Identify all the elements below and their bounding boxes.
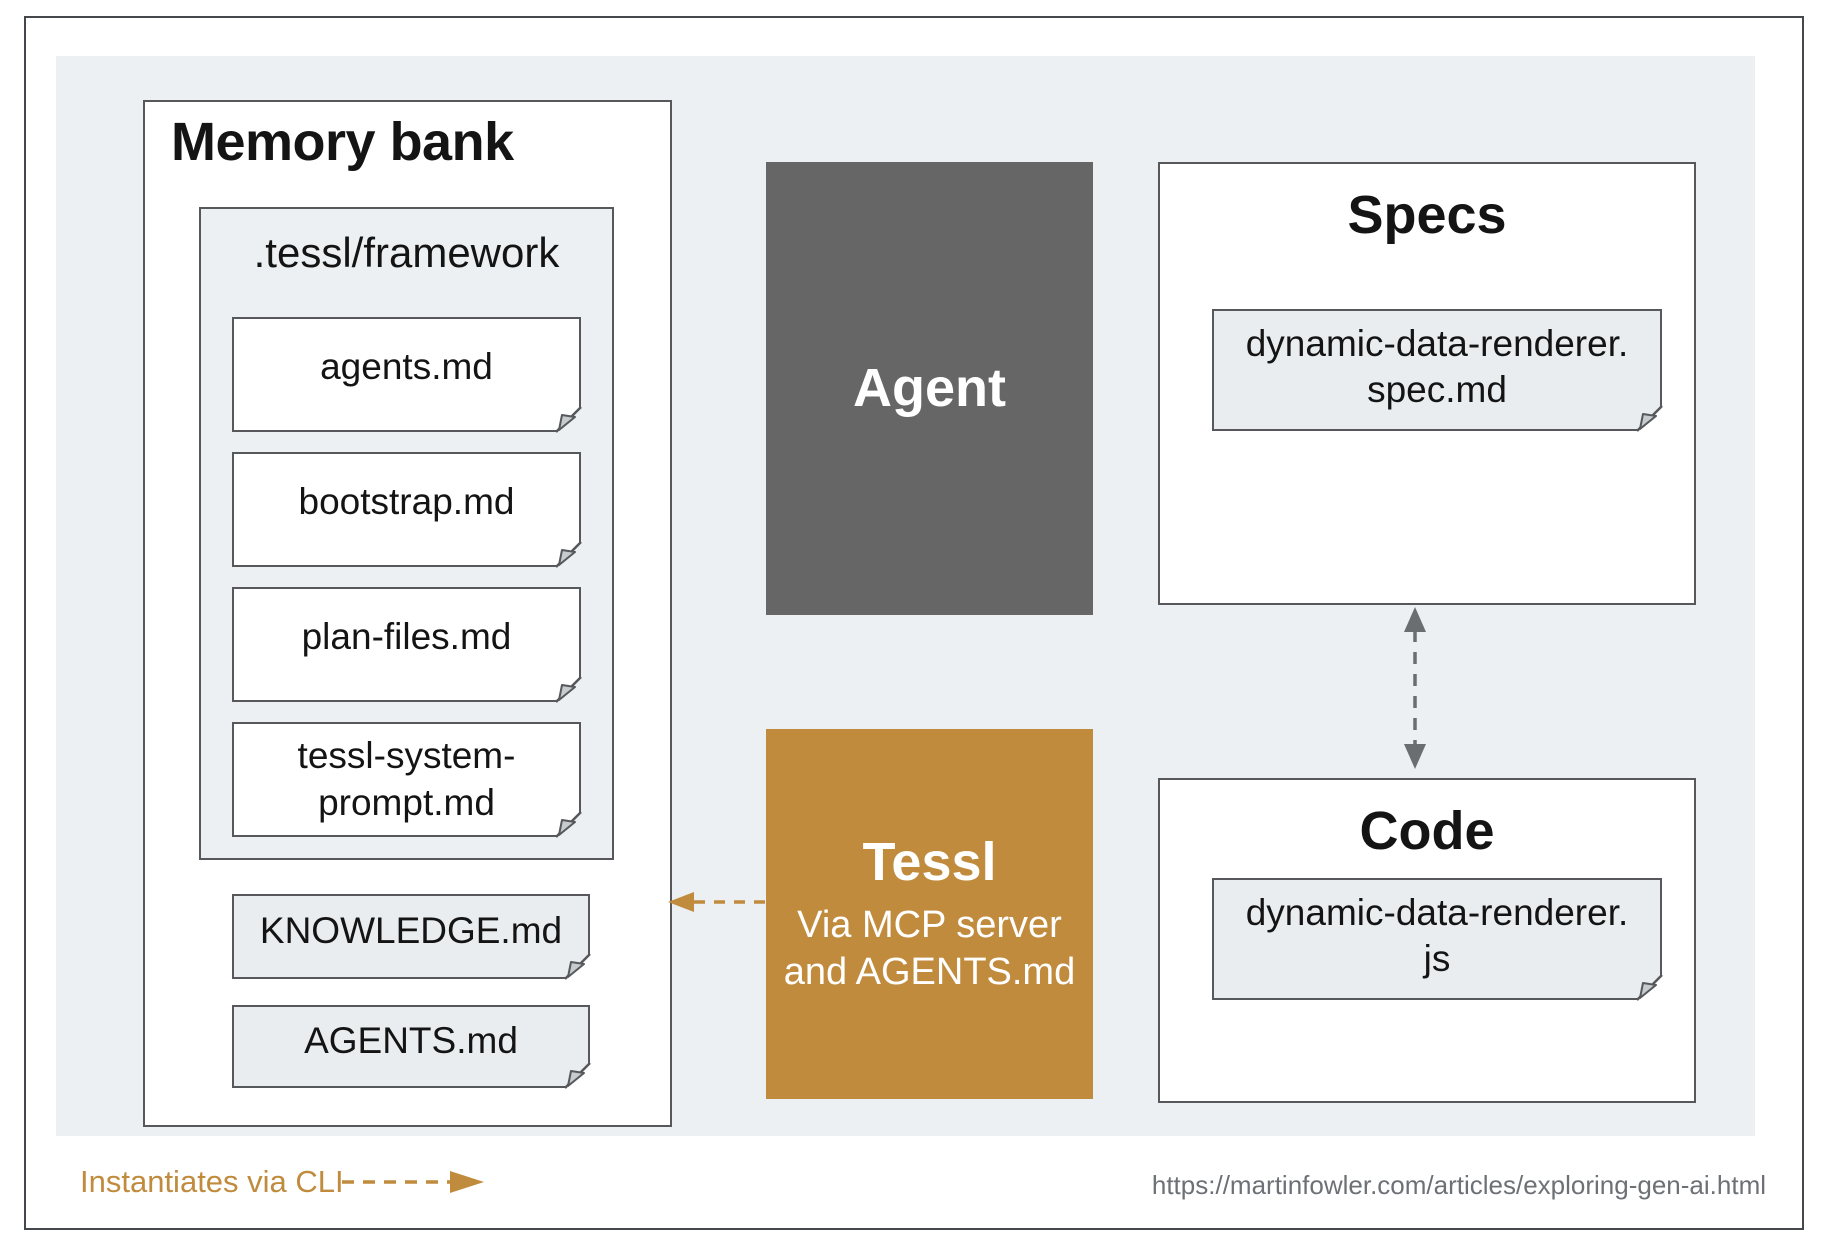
file-card-label: bootstrap.md xyxy=(298,481,515,523)
file-card-label: dynamic-data-renderer. js xyxy=(1246,890,1629,983)
agent-title: Agent xyxy=(853,357,1006,418)
source-url: https://martinfowler.com/articles/explor… xyxy=(1151,1170,1766,1200)
file-card-knowledge-md: KNOWLEDGE.md xyxy=(232,894,591,980)
legend-dashed-arrow xyxy=(342,1171,484,1193)
file-card-spec-md: dynamic-data-renderer. spec.md xyxy=(1212,309,1663,432)
folded-corner-icon xyxy=(1635,404,1663,432)
folded-corner-icon xyxy=(563,952,591,980)
file-card-label: AGENTS.md xyxy=(304,1020,518,1062)
tessl-subtitle-line2: and AGENTS.md xyxy=(783,950,1076,993)
tessl-memory-bank-arrow xyxy=(668,892,766,912)
memory-bank-box: Memory bank .tessl/framework agents.md b… xyxy=(143,100,672,1127)
file-card-tessl-system-prompt-md: tessl-system- prompt.md xyxy=(232,722,582,838)
file-card-label: agents.md xyxy=(320,346,493,388)
tessl-framework-title: .tessl/framework xyxy=(253,229,560,276)
folded-corner-icon xyxy=(554,540,582,568)
file-card-label: plan-files.md xyxy=(301,616,512,658)
folded-corner-icon xyxy=(554,405,582,433)
file-card-label-line2: prompt.md xyxy=(318,781,495,823)
code-box: Code dynamic-data-renderer. js xyxy=(1158,778,1696,1103)
arrowhead-right-icon xyxy=(450,1171,484,1193)
specs-box: Specs dynamic-data-renderer. spec.md xyxy=(1158,162,1696,605)
folded-corner-icon xyxy=(554,810,582,838)
tessl-subtitle: Via MCP server and AGENTS.md xyxy=(766,902,1093,995)
arrowhead-left-icon xyxy=(668,892,694,912)
page-frame xyxy=(24,16,1804,1230)
file-card-js: dynamic-data-renderer. js xyxy=(1212,878,1663,1001)
specs-code-double-arrow xyxy=(1404,607,1426,769)
arrowhead-down-icon xyxy=(1404,744,1426,769)
file-card-label-line2: js xyxy=(1423,938,1451,979)
tessl-subtitle-line1: Via MCP server xyxy=(797,904,1062,947)
file-card-plan-files-md: plan-files.md xyxy=(232,587,582,703)
tessl-title: Tessl xyxy=(862,831,997,892)
file-card-label: tessl-system- prompt.md xyxy=(298,733,516,826)
file-card-label-line1: tessl-system- xyxy=(297,735,516,777)
file-card-label-line1: dynamic-data-renderer. xyxy=(1245,322,1629,364)
file-card-agents-md: agents.md xyxy=(232,317,582,433)
memory-bank-title: Memory bank xyxy=(171,112,514,172)
code-title: Code xyxy=(1359,801,1495,861)
folded-corner-icon xyxy=(1635,973,1663,1001)
file-card-label-line2: spec.md xyxy=(1367,369,1507,410)
arrowhead-up-icon xyxy=(1404,607,1426,632)
specs-title: Specs xyxy=(1347,185,1507,245)
file-card-bootstrap-md: bootstrap.md xyxy=(232,452,582,568)
file-card-label: dynamic-data-renderer. spec.md xyxy=(1246,321,1629,414)
folded-corner-icon xyxy=(563,1061,591,1089)
tessl-framework-box: .tessl/framework agents.md bootstrap.md xyxy=(199,207,614,860)
file-card-label: KNOWLEDGE.md xyxy=(259,910,563,952)
legend-label: Instantiates via CLI xyxy=(80,1164,344,1199)
folded-corner-icon xyxy=(554,675,582,703)
file-card-agents-md-root: AGENTS.md xyxy=(232,1005,591,1089)
agent-box: Agent xyxy=(766,162,1093,615)
tessl-box: Tessl Via MCP server and AGENTS.md xyxy=(766,729,1093,1099)
file-card-label-line1: dynamic-data-renderer. xyxy=(1245,891,1629,933)
